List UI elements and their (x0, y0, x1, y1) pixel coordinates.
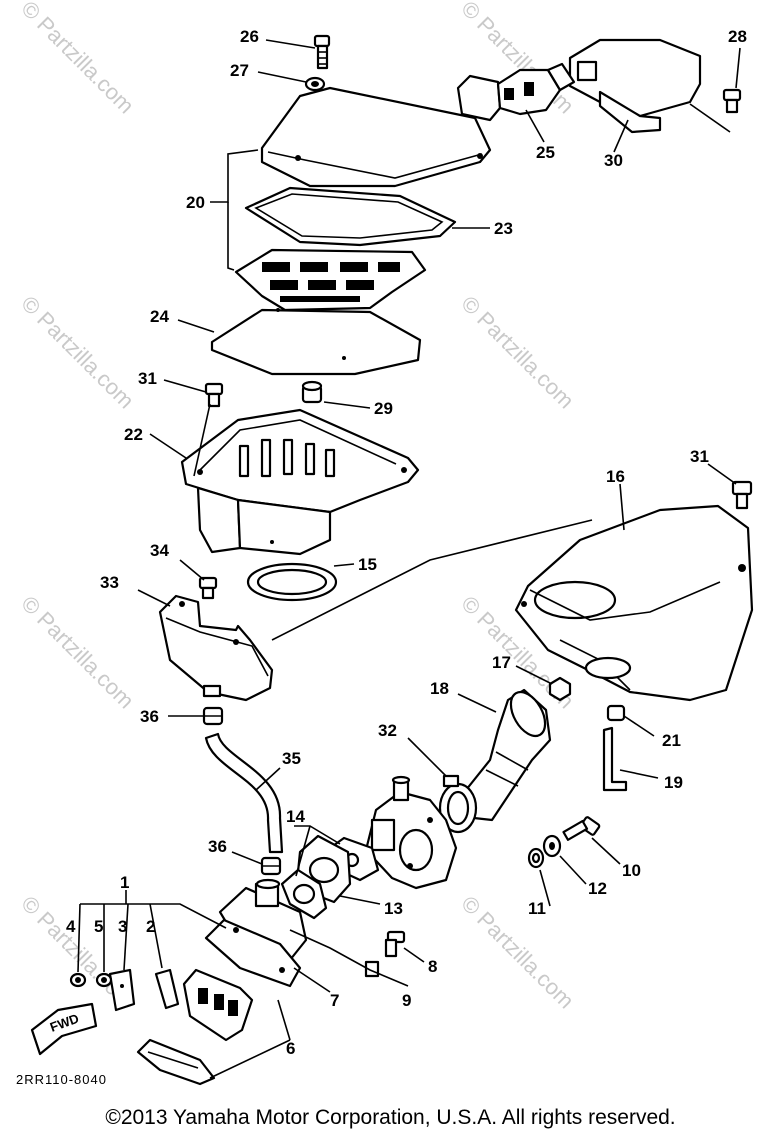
callout-27: 27 (230, 61, 249, 80)
callout-36-upper: 36 (140, 707, 159, 726)
bolt-8 (384, 930, 406, 958)
callout-35: 35 (282, 749, 301, 768)
callout-9: 9 (402, 991, 411, 1010)
callout-24: 24 (150, 307, 169, 326)
reed-valve-7 (204, 878, 308, 988)
parts-diagram: © Partzilla.com © Partzilla.com © Partzi… (16, 0, 754, 1087)
callout-30: 30 (604, 151, 623, 170)
callout-4: 4 (66, 917, 76, 936)
callout-16: 16 (606, 467, 625, 486)
callout-26: 26 (240, 27, 259, 46)
reed-stopper-3 (108, 968, 136, 1012)
callout-3: 3 (118, 917, 127, 936)
callout-13: 13 (384, 899, 403, 918)
callout-8: 8 (428, 957, 437, 976)
bolt-31-upper (204, 382, 224, 408)
watermark-top-left: © Partzilla.com (16, 0, 139, 118)
carburetor (364, 775, 458, 890)
bolt-28 (722, 88, 742, 114)
nut-17 (548, 676, 572, 702)
callout-29: 29 (374, 399, 393, 418)
watermark-bottom-center: © Partzilla.com (456, 891, 579, 1014)
joint-18 (464, 688, 552, 822)
air-cleaner-case-22 (180, 408, 420, 556)
callout-5: 5 (94, 917, 103, 936)
screw-4 (69, 972, 87, 988)
callout-21: 21 (662, 731, 681, 750)
watermark-mid-center: © Partzilla.com (456, 291, 579, 414)
callout-15: 15 (358, 555, 377, 574)
grommet-27 (304, 76, 326, 92)
callout-20: 20 (186, 193, 205, 212)
sensor-25 (456, 62, 576, 122)
clip-36-upper (202, 706, 224, 726)
bolt-31-right (731, 480, 753, 510)
callout-33: 33 (100, 573, 119, 592)
tank-33 (158, 594, 274, 702)
callout-25: 25 (536, 143, 555, 162)
cover-30 (568, 38, 702, 134)
callout-23: 23 (494, 219, 513, 238)
callout-32: 32 (378, 721, 397, 740)
callout-18: 18 (430, 679, 449, 698)
callout-36-lower: 36 (208, 837, 227, 856)
screw-5 (95, 972, 113, 988)
clamp-21 (606, 704, 626, 722)
callout-6: 6 (286, 1039, 295, 1058)
seal-15 (246, 562, 338, 602)
collar-29 (301, 380, 323, 404)
reed-petal-2 (154, 968, 180, 1010)
callout-34: 34 (150, 541, 169, 560)
copyright-notice: ©2013 Yamaha Motor Corporation, U.S.A. A… (105, 1106, 676, 1129)
callout-10: 10 (622, 861, 641, 880)
watermark-mid-left: © Partzilla.com (16, 291, 139, 414)
washer-12 (542, 834, 562, 858)
pipe-19 (602, 726, 628, 792)
callout-12: 12 (588, 879, 607, 898)
callout-11: 11 (528, 899, 546, 918)
air-cleaner-cover-20 (260, 86, 492, 188)
callout-22: 22 (124, 425, 143, 444)
clamp-32 (438, 774, 478, 834)
clip-36-lower (260, 856, 282, 876)
air-box-16 (514, 504, 754, 702)
washer-11 (527, 847, 545, 869)
filter-element-24 (210, 308, 422, 376)
bolt-26 (313, 34, 331, 70)
fwd-arrow-icon: FWD (30, 1002, 98, 1056)
leader-lines (77, 39, 741, 1079)
callout-2: 2 (146, 917, 155, 936)
hose-35 (204, 732, 284, 854)
callout-31-upper: 31 (138, 369, 157, 388)
callout-7: 7 (330, 991, 339, 1010)
callout-31-right: 31 (690, 447, 709, 466)
gasket-6 (136, 1038, 216, 1086)
callout-1: 1 (120, 873, 129, 892)
watermark-low-left: © Partzilla.com (16, 591, 139, 714)
gasket-14b (280, 868, 328, 920)
callout-14: 14 (286, 807, 305, 826)
callout-28: 28 (728, 27, 747, 46)
callout-labels: 26 27 28 25 30 20 23 24 31 29 22 16 31 3… (66, 27, 747, 1058)
gasket-23 (244, 186, 457, 247)
callout-17: 17 (492, 653, 511, 672)
filter-frame-20 (234, 248, 427, 312)
bolt-34 (198, 576, 218, 600)
screw-10 (562, 816, 601, 841)
drawing-code: 2RR110-8040 (16, 1072, 107, 1087)
callout-19: 19 (664, 773, 683, 792)
reed-block-2 (182, 968, 254, 1042)
